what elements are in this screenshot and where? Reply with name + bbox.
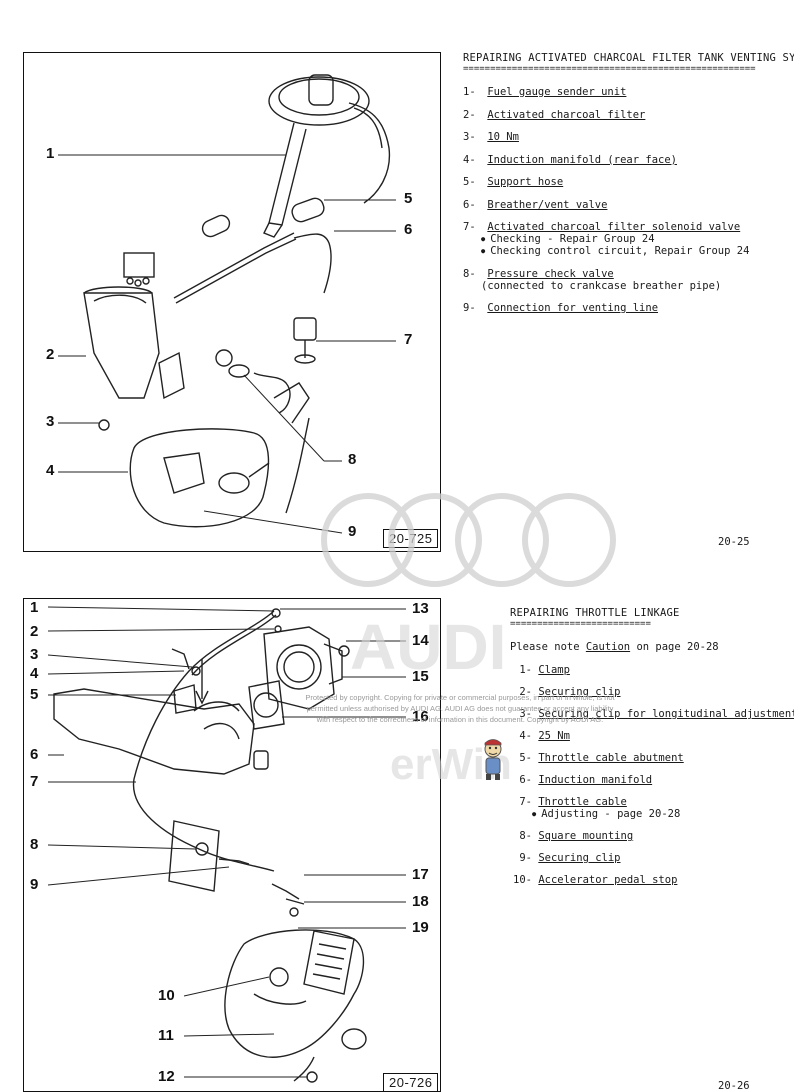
item-note: (connected to crankcase breather pipe) xyxy=(481,279,722,292)
heading-rule: ========================== xyxy=(510,619,651,629)
watermark-line-1: Protected by copyright. Copying for priv… xyxy=(305,693,615,702)
callout-2: 2 xyxy=(46,346,55,363)
callout-6: 6 xyxy=(404,221,413,238)
callout-13: 13 xyxy=(412,600,429,617)
callout-5: 5 xyxy=(30,686,39,703)
callout-14: 14 xyxy=(412,632,429,649)
list-item: 6- Induction manifold xyxy=(519,774,653,786)
heading-rule: ========================================… xyxy=(463,64,756,74)
callout-7: 7 xyxy=(404,331,413,348)
callout-17: 17 xyxy=(412,866,429,883)
callout-7: 7 xyxy=(30,773,39,790)
list-item: 9- Securing clip xyxy=(519,852,621,864)
callout-4: 4 xyxy=(46,462,55,479)
callout-4: 4 xyxy=(30,665,39,682)
list-item: 1- Fuel gauge sender unit xyxy=(463,86,627,98)
callout-12: 12 xyxy=(158,1068,175,1085)
page-number: 20-26 xyxy=(718,1080,750,1092)
callout-8: 8 xyxy=(30,836,39,853)
sub-item: Adjusting - page 20-28 xyxy=(510,808,680,820)
figure-ref: 20-726 xyxy=(383,1073,439,1091)
list-item: 4- 25 Nm xyxy=(519,730,570,742)
callout-3: 3 xyxy=(30,646,39,663)
figure-panel-top: 1 2 3 4 5 6 7 8 9 20-725 xyxy=(23,52,441,552)
mechanic-mascot-icon xyxy=(484,739,502,780)
list-item: 10- Accelerator pedal stop xyxy=(513,874,678,886)
list-item: 1- Clamp xyxy=(519,664,570,676)
intro-line: Please note Caution on page 20-28 xyxy=(510,641,719,653)
callout-10: 10 xyxy=(158,987,175,1004)
list-item: 8- Pressure check valve (connected to cr… xyxy=(463,267,722,292)
list-item: 4- Induction manifold (rear face) xyxy=(463,153,677,166)
throttle-linkage-diagram xyxy=(47,606,406,1083)
sub-item: Checking control circuit, Repair Group 2… xyxy=(463,245,749,257)
watermark-line-3: with respect to the correctness of infor… xyxy=(316,715,604,724)
list-item: 8- Square mounting xyxy=(519,830,634,842)
figure-panel-bottom: 1 2 3 4 5 6 7 8 9 10 11 12 13 14 15 16 1… xyxy=(23,598,441,1092)
watermark-line-2: permitted unless authorised by AUDI AG. … xyxy=(306,704,614,713)
callout-1: 1 xyxy=(46,145,55,162)
callout-1: 1 xyxy=(30,599,39,616)
list-item: 7- Activated charcoal filter solenoid va… xyxy=(463,221,749,257)
callout-18: 18 xyxy=(412,893,429,910)
callout-16: 16 xyxy=(412,708,429,725)
list-item: 5- Throttle cable abutment xyxy=(519,752,684,764)
list-item: 6- Breather/vent valve xyxy=(463,198,608,211)
list-item: 3- Securing clip for longitudinal adjust… xyxy=(519,708,794,720)
watermark-brand: AUDI xyxy=(350,611,507,683)
list-item: 2- Securing clip xyxy=(519,686,621,698)
callout-6: 6 xyxy=(30,746,39,763)
list-item: 7- Throttle cable Adjusting - page 20-28 xyxy=(510,796,680,820)
list-item: 3- 10 Nm xyxy=(463,131,519,143)
callout-5: 5 xyxy=(404,190,413,207)
figure-ref: 20-725 xyxy=(383,529,439,548)
callout-9: 9 xyxy=(348,523,357,540)
callout-8: 8 xyxy=(348,451,357,468)
evap-system-diagram xyxy=(58,74,396,534)
section-heading: REPAIRING ACTIVATED CHARCOAL FILTER TANK… xyxy=(463,52,794,64)
callout-9: 9 xyxy=(30,876,39,893)
list-item: 9- Connection for venting line xyxy=(463,302,659,314)
callout-11: 11 xyxy=(158,1027,174,1044)
list-item: 2- Activated charcoal filter xyxy=(463,108,646,121)
callout-3: 3 xyxy=(46,413,55,430)
callout-2: 2 xyxy=(30,623,39,640)
sub-item: Checking - Repair Group 24 xyxy=(463,233,749,245)
caution-link[interactable]: Caution xyxy=(585,641,631,653)
section-heading: REPAIRING THROTTLE LINKAGE xyxy=(510,607,680,619)
callout-15: 15 xyxy=(412,668,429,685)
page-number: 20-25 xyxy=(718,536,750,548)
callout-19: 19 xyxy=(412,919,429,936)
list-item: 5- Support hose xyxy=(463,176,564,188)
